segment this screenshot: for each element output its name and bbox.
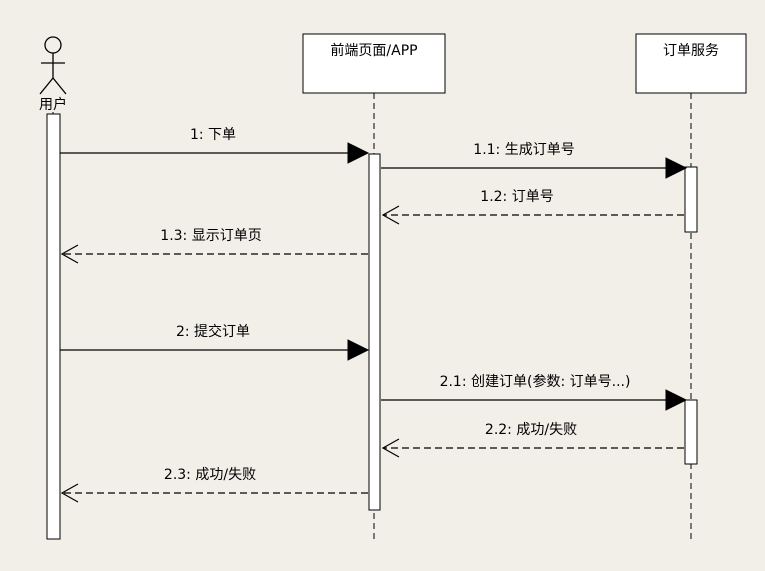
participant-frontend: 前端页面/APP	[302, 33, 446, 94]
participant-label: 前端页面/APP	[330, 42, 417, 59]
actor-head	[44, 36, 62, 54]
actor-user: 用户	[39, 36, 67, 113]
message-label: 1.3: 显示订单页	[160, 228, 261, 244]
actor-right-leg	[52, 77, 67, 95]
arrow-head-open-icon	[381, 205, 400, 225]
arrow-head-open-icon	[381, 438, 400, 458]
arrow-head-filled-icon	[347, 142, 370, 164]
message-2-3: 2.3: 成功/失败	[60, 467, 368, 503]
message-1-2: 1.2: 订单号	[381, 189, 684, 225]
activation-bar-order-service-2	[684, 399, 698, 465]
arrow-head-filled-icon	[347, 339, 370, 361]
actor-label: 用户	[39, 96, 67, 113]
activation-bar-user	[46, 113, 61, 540]
message-2-2: 2.2: 成功/失败	[381, 422, 684, 458]
arrow-head-open-icon	[60, 483, 79, 503]
message-1-3: 1.3: 显示订单页	[60, 228, 368, 264]
message-label: 2: 提交订单	[176, 323, 250, 340]
message-1-1: 1.1: 生成订单号	[381, 142, 688, 179]
arrow-head-filled-icon	[665, 389, 688, 411]
message-label: 2.1: 创建订单(参数: 订单号...)	[440, 373, 631, 390]
message-1: 1: 下单	[60, 127, 370, 164]
activation-bar-frontend	[368, 153, 381, 511]
message-2: 2: 提交订单	[60, 323, 370, 361]
arrow-head-open-icon	[60, 244, 79, 264]
participant-box	[302, 33, 446, 94]
arrow-head-filled-icon	[665, 157, 688, 179]
participant-box	[635, 33, 747, 94]
message-label: 2.2: 成功/失败	[485, 422, 577, 438]
activation-bar-order-service-1	[684, 166, 698, 233]
message-label: 1.2: 订单号	[480, 189, 553, 205]
participant-order-service: 订单服务	[635, 33, 747, 94]
participant-label: 订单服务	[663, 43, 719, 59]
message-2-1: 2.1: 创建订单(参数: 订单号...)	[381, 373, 688, 411]
actor-left-leg	[39, 77, 54, 95]
message-label: 1: 下单	[190, 127, 236, 143]
message-label: 1.1: 生成订单号	[473, 142, 574, 158]
message-label: 2.3: 成功/失败	[164, 467, 256, 483]
